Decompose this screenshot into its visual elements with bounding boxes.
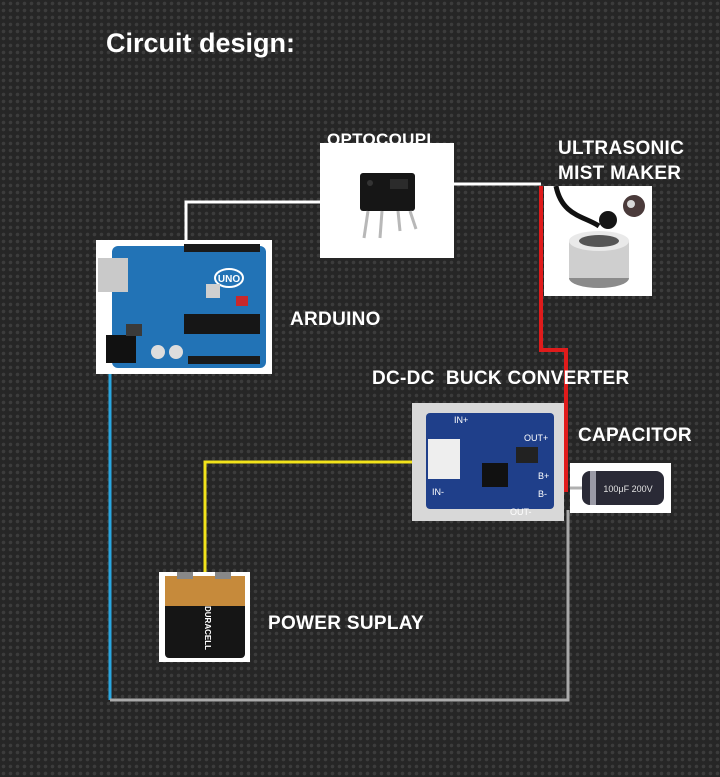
signal-wire-arduino-optocoupler [184, 200, 320, 240]
positive-wire [539, 186, 568, 492]
buck-b-minus-text: B- [538, 489, 547, 499]
mist-maker-image [544, 185, 652, 296]
capacitor-image: 100μF 200V [570, 463, 671, 513]
buck-in-minus-text: IN- [432, 487, 444, 497]
ground-wire [110, 510, 570, 702]
arduino-board-image: UNO [96, 240, 272, 374]
buck-out-plus-text: OUT+ [524, 433, 548, 443]
optocoupler-image [320, 143, 454, 258]
buck-out-minus-text: OUT- [510, 507, 532, 517]
buck-converter-image: IN+ IN- OUT+ OUT- B+ B- [412, 403, 564, 521]
buck-in-plus-text: IN+ [454, 415, 468, 425]
capacitor-marking-text: 100μF 200V [603, 484, 652, 494]
mist-maker-label-line2: MIST MAKER [558, 163, 682, 184]
mist-maker-label-line1: ULTRASONIC [558, 138, 685, 159]
page-title: Circuit design: [106, 28, 296, 58]
battery-image: DURACELL [159, 572, 250, 662]
arduino-label: ARDUINO [290, 309, 381, 330]
battery-brand-text: DURACELL [203, 606, 212, 650]
power-supply-label: POWER SUPLAY [268, 613, 424, 634]
buck-b-plus-text: B+ [538, 471, 549, 481]
arduino-uno-badge: UNO [218, 274, 240, 285]
capacitor-label: CAPACITOR [578, 425, 692, 446]
battery-wire [203, 460, 436, 572]
buck-converter-label: DC-DC BUCK CONVERTER [372, 368, 630, 389]
